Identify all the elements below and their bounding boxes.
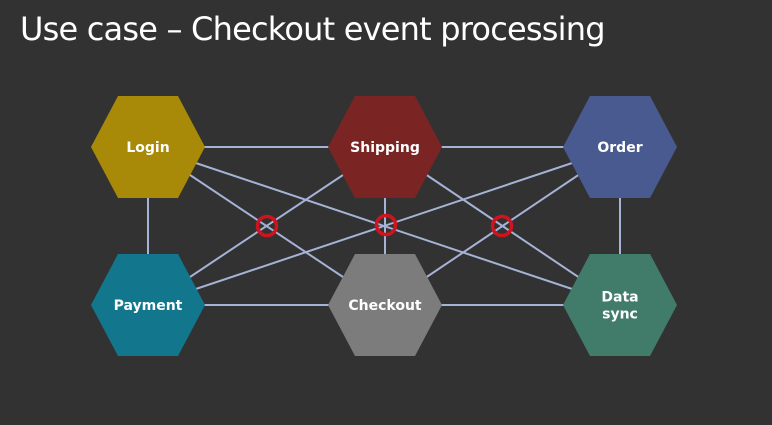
node-order: Order bbox=[563, 96, 677, 198]
node-data-sync-label: Data bbox=[601, 290, 638, 306]
node-shipping-label: Shipping bbox=[350, 140, 420, 156]
node-order-hexagon bbox=[563, 96, 677, 198]
node-payment-hexagon bbox=[91, 254, 205, 356]
conflict-marker bbox=[255, 214, 279, 238]
node-checkout-label: Checkout bbox=[348, 298, 422, 314]
node-payment-label: Payment bbox=[114, 298, 183, 314]
node-payment: Payment bbox=[91, 254, 205, 356]
node-login: Login bbox=[91, 96, 205, 198]
node-shipping-hexagon bbox=[328, 96, 442, 198]
conflict-marker bbox=[374, 213, 398, 237]
node-data-sync-label: sync bbox=[602, 307, 638, 323]
node-checkout: Checkout bbox=[328, 254, 442, 356]
node-shipping: Shipping bbox=[328, 96, 442, 198]
slide-title: Use case – Checkout event processing bbox=[20, 10, 606, 48]
node-login-hexagon bbox=[91, 96, 205, 198]
node-order-label: Order bbox=[597, 140, 642, 156]
conflict-markers bbox=[255, 213, 514, 238]
node-login-label: Login bbox=[126, 140, 169, 156]
conflict-marker bbox=[490, 214, 514, 238]
connector-order-payment bbox=[147, 146, 621, 306]
node-data-sync-hexagon bbox=[563, 254, 677, 356]
node-checkout-hexagon bbox=[328, 254, 442, 356]
